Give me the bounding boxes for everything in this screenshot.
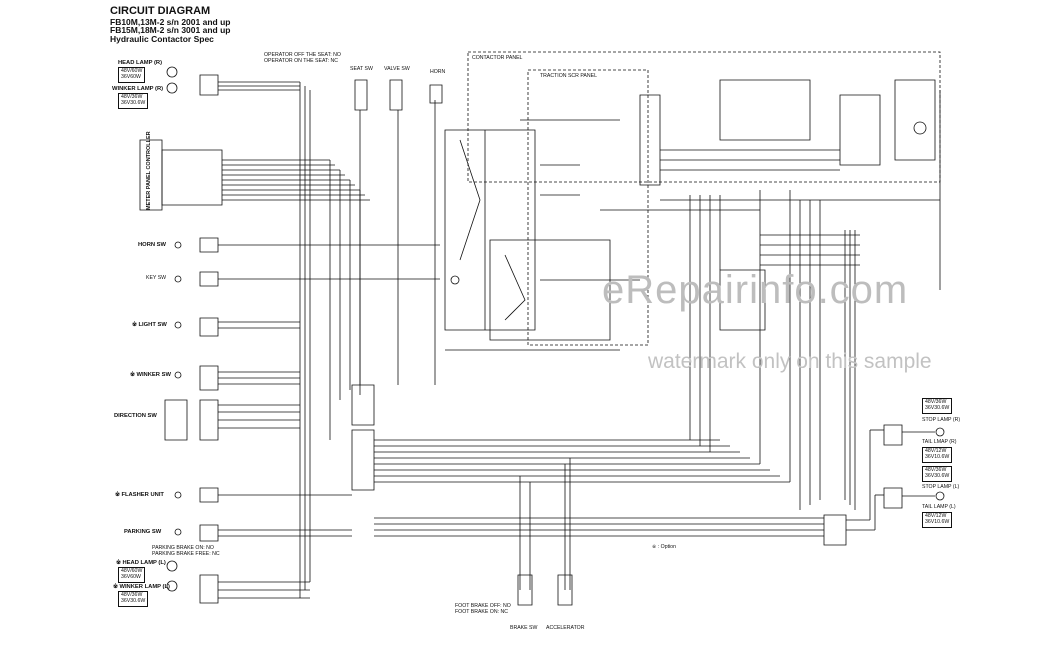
label-winker-lamp-l: ※ WINKER LAMP (L)	[113, 584, 170, 590]
label-parking-note1: PARKING BRAKE ON: NO	[152, 545, 214, 551]
label-accelerator: ACCELERATOR	[546, 625, 585, 631]
label-winker-lamp-r: WINKER LAMP (R)	[112, 86, 164, 92]
label-direction-sw: DIRECTION SW	[114, 413, 157, 419]
label-light-sw: ※ LIGHT SW	[132, 322, 167, 328]
label-brake-sw: BRAKE SW	[510, 625, 538, 631]
label-stop-lamp-r: STOP LAMP (R)	[922, 417, 961, 423]
label-head-lamp-l: ※ HEAD LAMP (L)	[116, 560, 166, 566]
label-meter-panel: METER PANEL CONTROLLER	[146, 131, 152, 210]
label-foot-note1: FOOT BRAKE OFF: NO	[455, 603, 511, 609]
label-parking-sw: PARKING SW	[124, 529, 162, 535]
label-winker-sw: ※ WINKER SW	[130, 372, 171, 378]
model-line-1: FB10M,13M-2 s/n 2001 and up	[110, 16, 231, 27]
model-line-2: FB15M,18M-2 s/n 3001 and up	[110, 25, 231, 36]
contactor-panel-box	[468, 52, 940, 182]
label-valve-sw: VALVE SW	[384, 66, 410, 72]
label-horn-sw: HORN SW	[138, 242, 167, 248]
spec-line: Hydraulic Contactor Spec	[110, 34, 214, 45]
label-contactor-panel: CONTACTOR PANEL	[472, 55, 523, 61]
label-horn: HORN	[430, 69, 446, 75]
label-tail-lamp-r: TAIL LMAP (R)	[922, 439, 957, 445]
label-seat-note1: OPERATOR OFF THE SEAT: NO	[264, 52, 341, 58]
diagram-header: CIRCUIT DIAGRAM FB10M,13M-2 s/n 2001 and…	[110, 5, 231, 45]
label-key-sw: KEY SW	[146, 275, 167, 281]
label-seat-note2: OPERATOR ON THE SEAT: NC	[264, 58, 338, 64]
traction-scr-panel-box	[528, 70, 648, 345]
label-option-note: ※ : Option	[652, 544, 676, 550]
label-tail-lamp-l: TAIL LAMP (L)	[922, 504, 956, 510]
watermark-subtext: watermark only on this sample	[648, 350, 932, 373]
diagram-title: CIRCUIT DIAGRAM	[110, 5, 211, 17]
label-parking-note2: PARKING BRAKE FREE: NC	[152, 551, 220, 557]
label-traction-scr-panel: TRACTION SCR PANEL	[540, 73, 597, 79]
label-flasher-unit: ※ FLASHER UNIT	[115, 492, 164, 498]
label-head-lamp-r: HEAD LAMP (R)	[118, 60, 163, 66]
watermark-text: eRepairinfo.com	[602, 268, 909, 312]
label-seat-sw: SEAT SW	[350, 66, 373, 72]
label-stop-lamp-l: STOP LAMP (L)	[922, 484, 960, 490]
label-foot-note2: FOOT BRAKE ON: NC	[455, 609, 508, 615]
